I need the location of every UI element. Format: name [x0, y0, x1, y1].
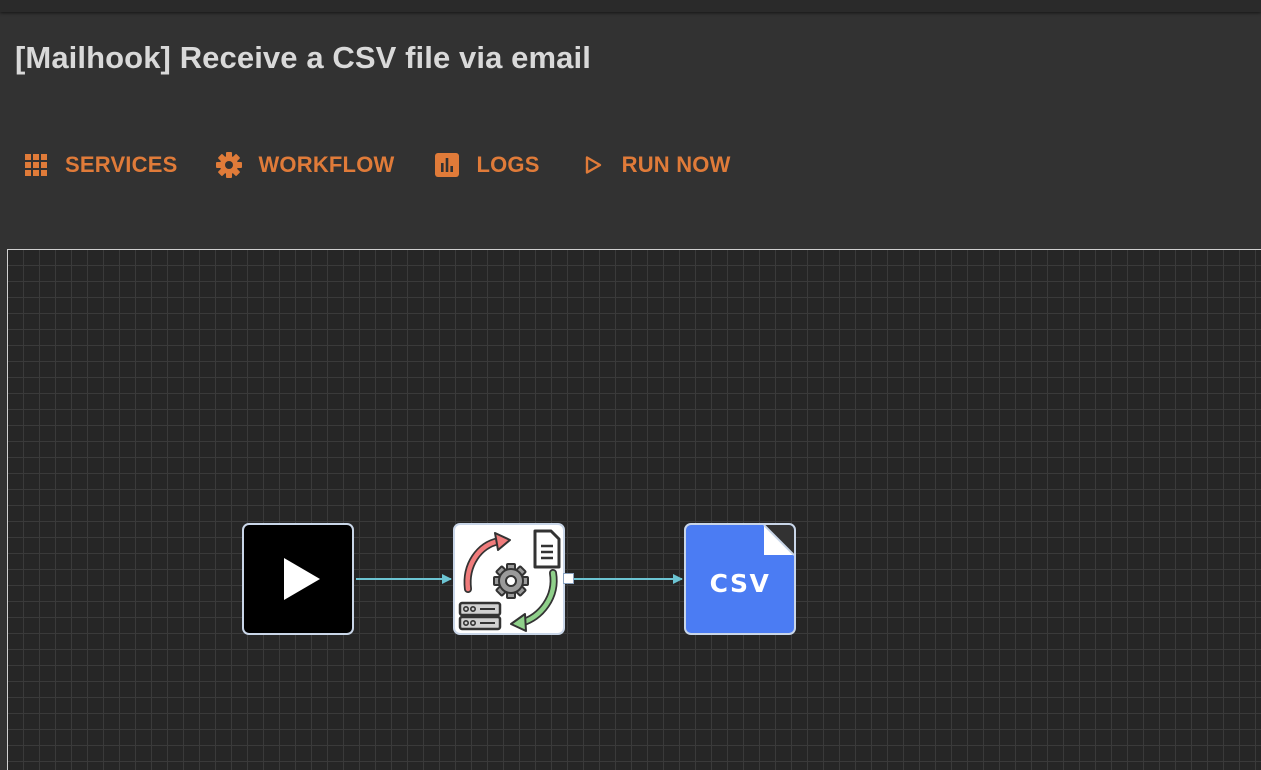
services-button[interactable]: SERVICES [22, 148, 177, 182]
gear-icon [215, 151, 243, 179]
workflow-label: WORKFLOW [258, 152, 395, 177]
csv-node[interactable]: CSV [684, 523, 796, 635]
logs-button[interactable]: LOGS [433, 148, 539, 182]
trigger-node[interactable] [242, 523, 354, 635]
process-node[interactable] [453, 523, 565, 635]
play-outline-icon [579, 151, 607, 179]
output-port[interactable] [563, 573, 574, 584]
data-processing-icon [458, 529, 561, 632]
workflow-button[interactable]: WORKFLOW [215, 148, 394, 182]
bar-chart-icon [433, 151, 461, 179]
run-now-label: RUN NOW [621, 152, 731, 177]
csv-file-icon-label: CSV [709, 569, 771, 598]
play-icon [284, 558, 320, 600]
grid-icon [22, 151, 50, 179]
page-fold-icon [763, 525, 794, 556]
top-bar [0, 0, 1261, 12]
logs-label: LOGS [476, 152, 540, 177]
workflow-edges [356, 574, 683, 584]
page-title: [Mailhook] Receive a CSV file via email [15, 40, 591, 75]
workflow-canvas[interactable]: CSV [7, 249, 1261, 770]
run-now-button[interactable]: RUN NOW [579, 148, 731, 182]
services-label: SERVICES [65, 152, 178, 177]
workflow-toolbar: SERVICES WORKFLOW [22, 148, 731, 182]
